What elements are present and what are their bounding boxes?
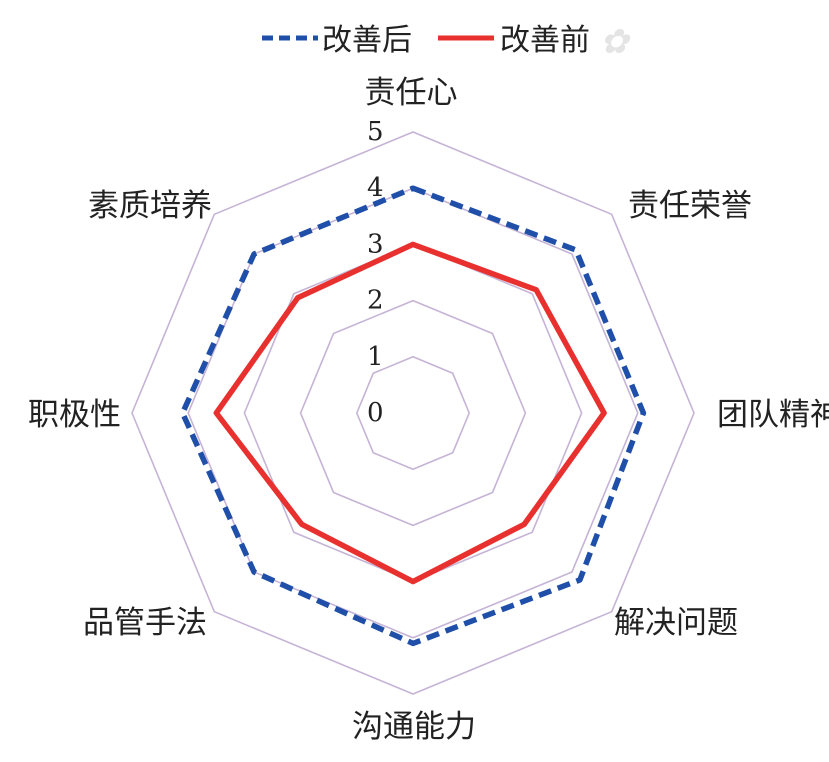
tick-label: 5 [367,117,384,147]
tick-label: 4 [367,173,384,203]
legend-label-after: 改善后 [322,23,412,58]
grid-ring-1 [355,355,471,471]
axis-label: 团队精神 [717,397,829,433]
axis-label: 品管手法 [83,605,207,641]
grid-ring-5 [131,131,695,695]
axis-label: 责任荣誉 [628,188,752,224]
legend-label-before: 改善前 [500,23,590,58]
axis-label: 责任心 [365,75,458,111]
series-line-after [179,185,647,647]
tick-label: 3 [367,229,384,259]
axis-label: 素质培养 [88,188,212,224]
grid-ring-3 [243,243,583,583]
series-line-before [213,241,607,585]
tick-labels: 0 1 2 3 4 5 [367,117,384,428]
axis-label: 沟通能力 [352,709,476,745]
axis-label: 解决问题 [614,605,738,641]
grid-ring-4 [187,187,639,639]
axis-label: 职极性 [28,397,121,433]
radar-series [179,185,647,647]
legend: 改善后 改善前 [262,23,590,58]
tick-label: 2 [367,286,384,316]
tick-label: 1 [367,342,384,372]
watermark: ✿ [600,22,637,62]
tick-label: 0 [367,398,384,428]
grid-ring-2 [299,299,527,527]
